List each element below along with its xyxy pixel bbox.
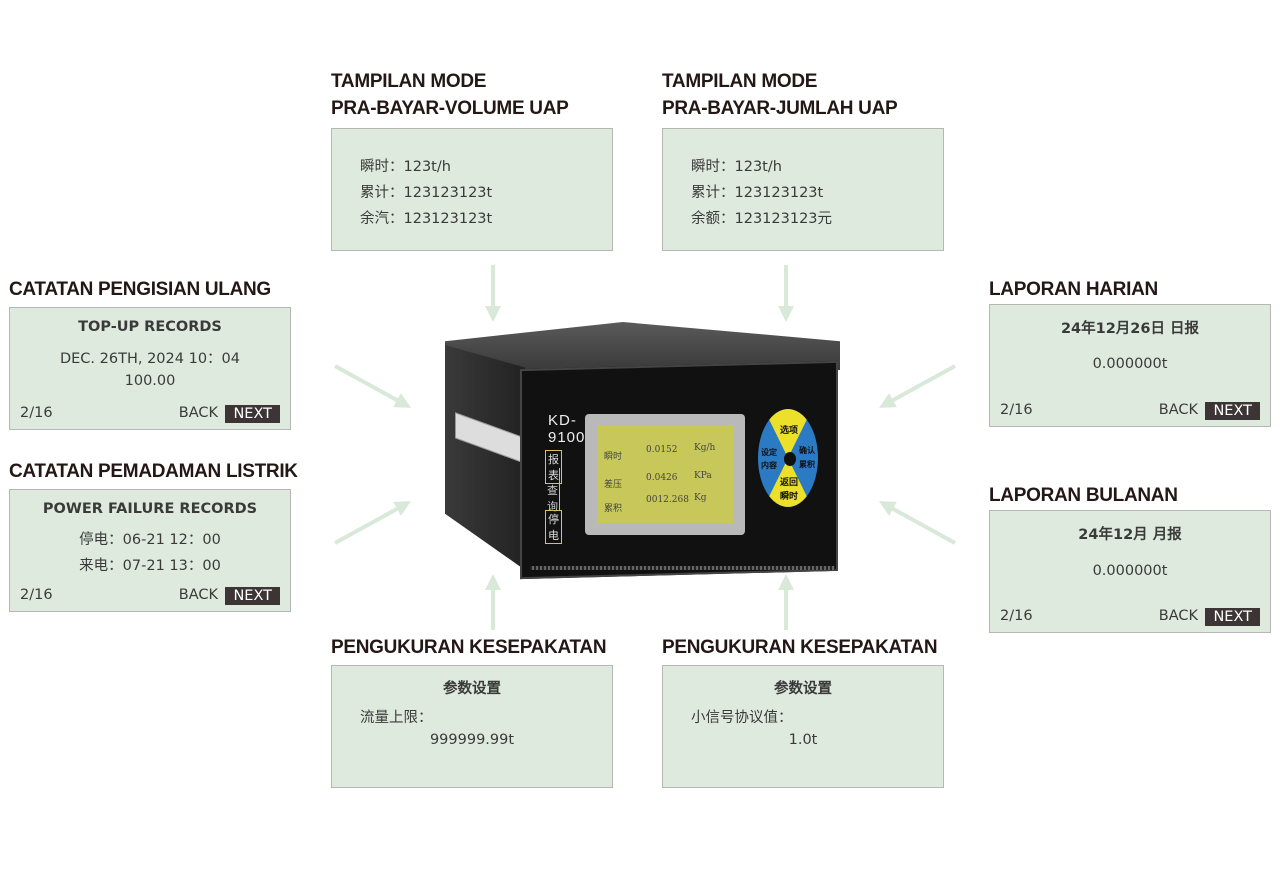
- line: 瞬时：123t/h: [360, 159, 451, 175]
- line: 累计：123123123t: [691, 185, 824, 201]
- report-button[interactable]: 报表: [545, 450, 562, 484]
- heading: LAPORAN BULANAN: [989, 485, 1178, 506]
- heading: PENGUKURAN KESEPAKATAN: [662, 637, 938, 658]
- value: 0.000000t: [1092, 563, 1168, 579]
- key-label: 累积: [799, 460, 815, 469]
- line: 瞬时：123t/h: [691, 159, 782, 175]
- title: 24年12月 月报: [1078, 527, 1182, 543]
- page-indicator: 2/16: [20, 405, 53, 421]
- line: DEC. 26TH, 2024 10：04: [59, 351, 240, 367]
- power-failure-button[interactable]: 停电: [545, 510, 562, 544]
- value: 1.0t: [788, 732, 818, 748]
- page-indicator: 2/16: [20, 587, 53, 603]
- screen-label: 瞬时: [604, 452, 623, 462]
- arrow: [334, 501, 412, 545]
- next-button[interactable]: NEXT: [225, 587, 280, 605]
- button-connector: [559, 468, 560, 510]
- line: 累计：123123123t: [360, 185, 493, 201]
- query-label: 查询: [547, 485, 558, 513]
- grill: [530, 566, 835, 570]
- heading: PRA-BAYAR-VOLUME UAP: [331, 98, 569, 119]
- title: 参数设置: [774, 681, 832, 697]
- keypad: 选项 设定 内容 确认 累积 返回 瞬时: [756, 407, 820, 509]
- power-failure-panel: POWER FAILURE RECORDS 停电：06-21 12：00 来电：…: [9, 489, 291, 612]
- arrow: [878, 364, 956, 408]
- screen-unit: Kg/h: [694, 443, 716, 453]
- line: 100.00: [124, 373, 176, 389]
- agreement-panel-1: 参数设置 流量上限： 999999.99t: [331, 665, 613, 788]
- heading: LAPORAN HARIAN: [989, 279, 1158, 300]
- arrow: [334, 364, 412, 408]
- screen-value: 0.0426: [646, 473, 678, 483]
- heading: CATATAN PENGISIAN ULANG: [9, 279, 271, 300]
- heading: PENGUKURAN KESEPAKATAN: [331, 637, 607, 658]
- next-button[interactable]: NEXT: [225, 405, 280, 423]
- back-button[interactable]: BACK: [1158, 608, 1198, 624]
- prepaid-volume-panel: 瞬时：123t/h 累计：123123123t 余汽：123123123t: [331, 128, 613, 251]
- title: TOP-UP RECORDS: [78, 319, 222, 335]
- screen-label: 差压: [604, 480, 623, 490]
- key-label: 瞬时: [780, 491, 799, 501]
- screen-value: 0012.268: [646, 495, 689, 505]
- lcd-screen: 瞬时 0.0152 Kg/h 差压 0.0426 KPa 累积 0012.268…: [598, 425, 733, 523]
- value: 0.000000t: [1092, 356, 1168, 372]
- heading: PRA-BAYAR-JUMLAH UAP: [662, 98, 898, 119]
- monthly-report-panel: 24年12月 月报 0.000000t 2/16 BACK NEXT: [989, 510, 1271, 633]
- screen-unit: Kg: [694, 493, 707, 503]
- next-button[interactable]: NEXT: [1205, 608, 1260, 626]
- screen-label: 累积: [604, 504, 623, 514]
- screen-unit: KPa: [694, 471, 712, 481]
- line: 停电：06-21 12：00: [79, 532, 221, 548]
- page-indicator: 2/16: [1000, 608, 1033, 624]
- label: 小信号协议值：: [691, 710, 793, 726]
- keypad-center: [784, 452, 796, 466]
- topup-panel: TOP-UP RECORDS DEC. 26TH, 2024 10：04 100…: [9, 307, 291, 430]
- title: 参数设置: [443, 681, 501, 697]
- key-label: 选项: [780, 425, 799, 435]
- back-button[interactable]: BACK: [178, 405, 218, 421]
- arrow: [878, 501, 956, 545]
- key-label: 设定: [761, 448, 777, 457]
- heading: TAMPILAN MODE: [662, 71, 818, 92]
- value: 999999.99t: [429, 732, 515, 748]
- agreement-panel-2: 参数设置 小信号协议值： 1.0t: [662, 665, 944, 788]
- key-label: 返回: [780, 477, 799, 487]
- prepaid-amount-panel: 瞬时：123t/h 累计：123123123t 余额：123123123元: [662, 128, 944, 251]
- key-label: 确认: [799, 446, 815, 455]
- next-button[interactable]: NEXT: [1205, 402, 1260, 420]
- back-button[interactable]: BACK: [178, 587, 218, 603]
- screen-value: 0.0152: [646, 445, 678, 455]
- key-label: 内容: [761, 461, 777, 470]
- line: 来电：07-21 13：00: [79, 558, 221, 574]
- page-indicator: 2/16: [1000, 402, 1033, 418]
- title: 24年12月26日 日报: [1060, 321, 1200, 337]
- back-button[interactable]: BACK: [1158, 402, 1198, 418]
- line: 余额：123123123元: [691, 211, 833, 227]
- title: POWER FAILURE RECORDS: [42, 501, 258, 517]
- daily-report-panel: 24年12月26日 日报 0.000000t 2/16 BACK NEXT: [989, 304, 1271, 427]
- heading: CATATAN PEMADAMAN LISTRIK: [9, 461, 298, 482]
- label: 流量上限：: [360, 710, 433, 726]
- line: 余汽：123123123t: [360, 211, 493, 227]
- heading: TAMPILAN MODE: [331, 71, 487, 92]
- model-label: KD-9100: [548, 412, 586, 446]
